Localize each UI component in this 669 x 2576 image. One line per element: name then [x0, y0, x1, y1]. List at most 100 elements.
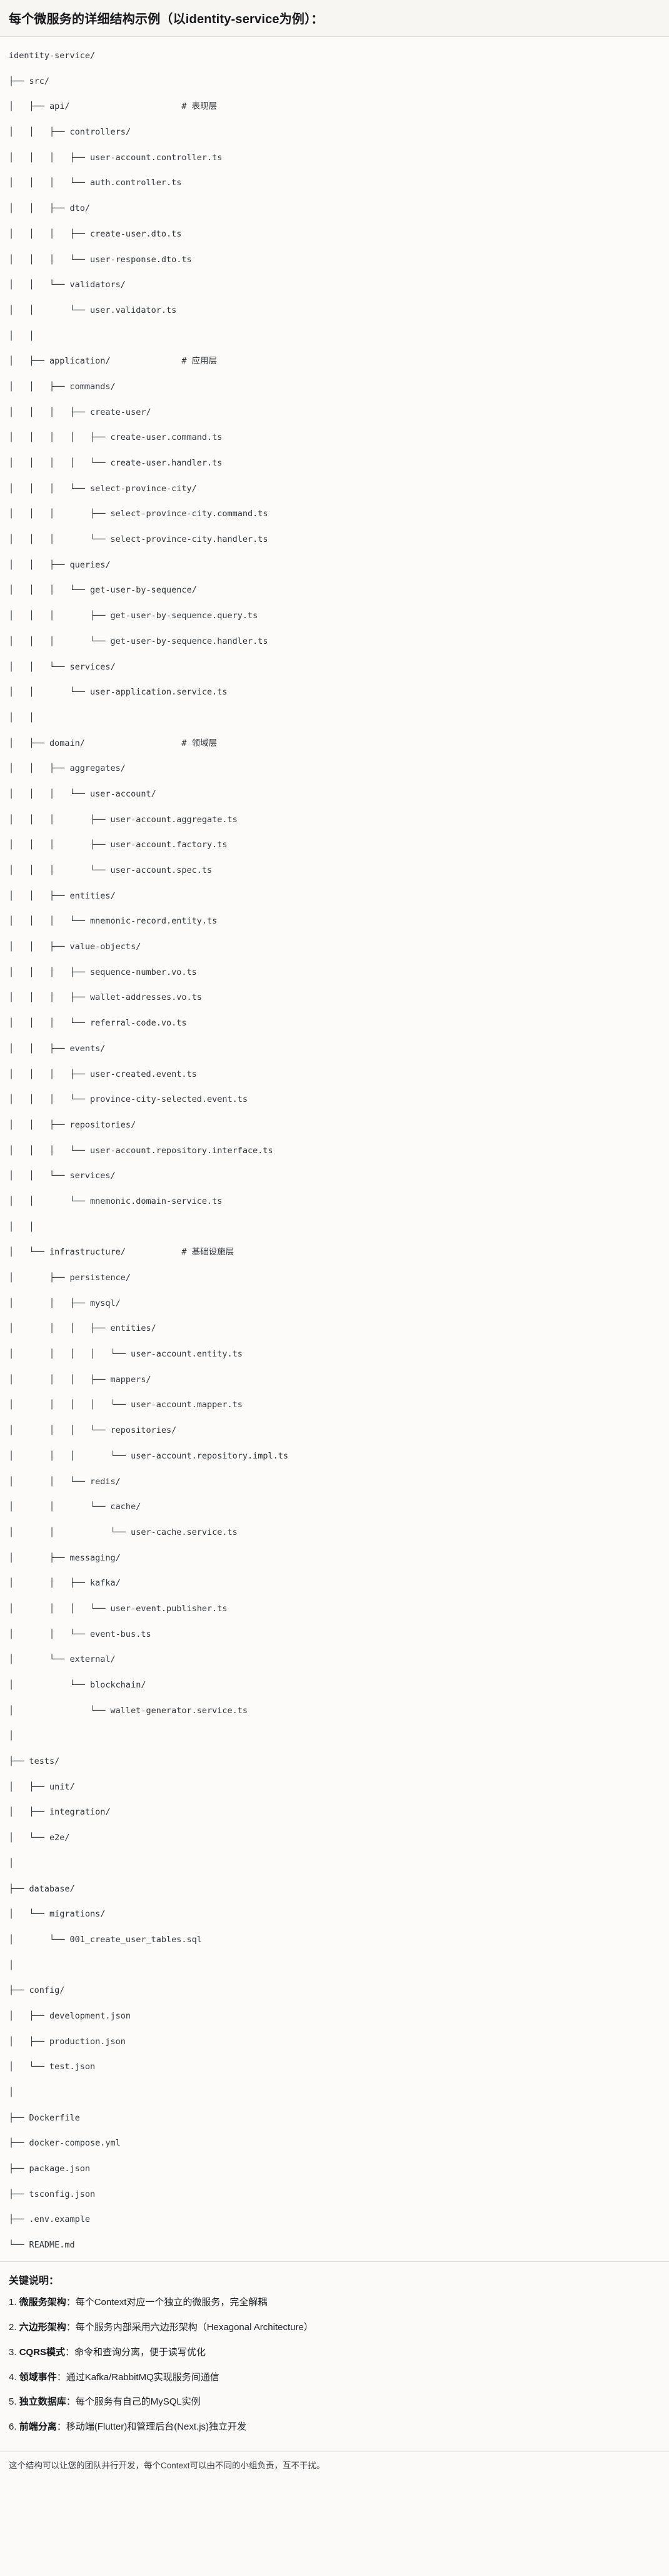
- tree-line: │ └── external/: [9, 1654, 116, 1665]
- key-point-description: ：每个服务有自己的MySQL实例: [66, 2396, 201, 2408]
- tree-line: │ │ ├── kafka/: [9, 1578, 121, 1589]
- tree-line: │ │ │ ├── user-account.aggregate.ts: [9, 814, 238, 825]
- tree-line: └── README.md: [9, 2240, 75, 2251]
- tree-line: │ │ │ ├── entities/: [9, 1323, 156, 1334]
- key-point-description: ：通过Kafka/RabbitMQ实现服务间通信: [56, 2371, 219, 2383]
- key-point-term: 六边形架构: [19, 2322, 66, 2333]
- tree-line: │ │ └── mnemonic.domain-service.ts: [9, 1196, 223, 1206]
- key-point-term: 领域事件: [19, 2371, 57, 2383]
- closing-paragraph: 这个结构可以让您的团队并行开发，每个Context可以由不同的小组负责，互不干扰…: [0, 2451, 669, 2483]
- tree-line-path: │ └── infrastructure/: [9, 1247, 182, 1258]
- tree-line: │ │ │ └── user-account/: [9, 788, 156, 799]
- tree-line-comment: # 领域层: [181, 738, 218, 748]
- tree-line: ├── config/: [9, 1985, 65, 1996]
- tree-line: │ │ │ └── select-province-city/: [9, 483, 197, 494]
- tree-line: │ │ │ └── user-response.dto.ts: [9, 254, 192, 265]
- tree-line: │ │ └── event-bus.ts: [9, 1629, 151, 1639]
- tree-line: │ │ │ └── select-province-city.handler.t…: [9, 534, 268, 545]
- tree-line: │ └── e2e/: [9, 1833, 70, 1843]
- key-point-term: 独立数据库: [19, 2396, 66, 2408]
- tree-line: │ │ │ └── referral-code.vo.ts: [9, 1018, 187, 1029]
- tree-line-path: │ ├── api/: [9, 101, 182, 112]
- tree-line: ├── tsconfig.json: [9, 2189, 96, 2199]
- key-point-description: ：每个服务内部采用六边形架构（Hexagonal Architecture）: [66, 2322, 313, 2333]
- tree-line: │ └── blockchain/: [9, 1680, 146, 1690]
- tree-line: │ │ │ ├── get-user-by-sequence.query.ts: [9, 611, 258, 621]
- tree-line: ├── tests/: [9, 1756, 60, 1767]
- directory-tree-block: identity-service/ ├── src/ │ ├── api/ # …: [0, 37, 669, 2262]
- tree-line: │ │ │ └── get-user-by-sequence.handler.t…: [9, 636, 268, 646]
- key-point-term: CQRS模式: [19, 2346, 66, 2358]
- tree-line: │ │ ├── aggregates/: [9, 763, 126, 774]
- key-point-item: 6. 前端分离：移动端(Flutter)和管理后台(Next.js)独立开发: [9, 2420, 660, 2434]
- key-points-list: 1. 微服务架构：每个Context对应一个独立的微服务，完全解耦 2. 六边形架…: [9, 2296, 660, 2434]
- key-point-term: 前端分离: [19, 2421, 57, 2433]
- tree-line: │ │ │ ├── create-user.dto.ts: [9, 228, 182, 239]
- tree-line: │ │ └── redis/: [9, 1476, 121, 1487]
- tree-line: │ │ │ └── mnemonic-record.entity.ts: [9, 916, 218, 927]
- tree-line: │ ├── unit/: [9, 1781, 75, 1792]
- tree-line: │: [9, 2087, 14, 2097]
- tree-line: │ │ ├── entities/: [9, 890, 116, 901]
- tree-line: │: [9, 1960, 14, 1970]
- tree-line: ├── .env.example: [9, 2214, 91, 2225]
- tree-line: │ ├── messaging/: [9, 1552, 121, 1563]
- tree-line: ├── src/: [9, 76, 50, 86]
- tree-line: │ │ └── user.validator.ts: [9, 305, 177, 315]
- key-point-item: 2. 六边形架构：每个服务内部采用六边形架构（Hexagonal Archite…: [9, 2321, 660, 2334]
- key-point-item: 1. 微服务架构：每个Context对应一个独立的微服务，完全解耦: [9, 2296, 660, 2309]
- key-points-section: 关键说明： 1. 微服务架构：每个Context对应一个独立的微服务，完全解耦 2…: [0, 2261, 669, 2451]
- tree-line: │ │ └── cache/: [9, 1502, 141, 1512]
- tree-line: identity-service/: [9, 51, 96, 61]
- tree-line-comment: # 表现层: [181, 101, 218, 112]
- tree-line: │ └── migrations/: [9, 1909, 106, 1920]
- key-point-item: 3. CQRS模式：命令和查询分离，便于读写优化: [9, 2346, 660, 2360]
- tree-line: ├── package.json: [9, 2164, 91, 2174]
- tree-line: │ ├── domain/ # 领域层: [9, 737, 660, 750]
- tree-line-comment: # 应用层: [181, 356, 218, 367]
- tree-line: ├── database/: [9, 1883, 75, 1894]
- tree-line: │ │: [9, 1221, 34, 1232]
- tree-line: │: [9, 1731, 14, 1741]
- tree-line: │ │ │ ├── sequence-number.vo.ts: [9, 967, 197, 977]
- tree-line: │ │ └── user-cache.service.ts: [9, 1527, 238, 1537]
- key-points-heading: 关键说明：: [9, 2276, 59, 2287]
- tree-line: │ │ ├── value-objects/: [9, 942, 141, 952]
- tree-line: │ │ │ └── user-event.publisher.ts: [9, 1603, 228, 1614]
- tree-line: ├── Dockerfile: [9, 2112, 80, 2123]
- key-point-number: 3.: [9, 2346, 19, 2358]
- tree-line: │ │: [9, 712, 34, 723]
- tree-line: │ │ ├── repositories/: [9, 1119, 136, 1130]
- tree-line: │ │ ├── commands/: [9, 381, 116, 392]
- tree-line: │ │ │ ├── create-user/: [9, 407, 151, 417]
- tree-line: │ │ ├── queries/: [9, 559, 111, 570]
- key-point-number: 6.: [9, 2421, 19, 2433]
- tree-line: │ ├── development.json: [9, 2010, 131, 2021]
- tree-line: │ ├── persistence/: [9, 1273, 131, 1283]
- tree-line: │ ├── application/ # 应用层: [9, 355, 660, 367]
- tree-line: │ │ │ │ └── user-account.entity.ts: [9, 1349, 243, 1360]
- tree-line: │ │ └── services/: [9, 1171, 116, 1181]
- tree-line-path: │ ├── domain/: [9, 738, 182, 748]
- document-header: 每个微服务的详细结构示例（以identity-service为例）：: [0, 0, 669, 37]
- tree-line: │ ├── production.json: [9, 2036, 126, 2047]
- tree-line: │ └── 001_create_user_tables.sql: [9, 1934, 202, 1945]
- tree-line: │ └── test.json: [9, 2062, 96, 2072]
- key-point-number: 4.: [9, 2371, 19, 2383]
- tree-line: │ │ │ ├── user-account.factory.ts: [9, 840, 228, 850]
- tree-line: │ │ │ └── province-city-selected.event.t…: [9, 1094, 248, 1105]
- key-point-number: 5.: [9, 2396, 19, 2408]
- tree-line: │ │ │ │ └── create-user.handler.ts: [9, 458, 223, 468]
- key-point-term: 微服务架构: [19, 2297, 66, 2308]
- tree-line: │ │ └── services/: [9, 661, 116, 672]
- tree-line: │ │ │ └── user-account.repository.impl.t…: [9, 1450, 289, 1461]
- key-point-description: ：移动端(Flutter)和管理后台(Next.js)独立开发: [56, 2421, 247, 2433]
- tree-line: │ │ ├── events/: [9, 1043, 106, 1054]
- tree-line: │ │ │ ├── user-created.event.ts: [9, 1069, 197, 1079]
- tree-line: │ │ │ ├── mappers/: [9, 1374, 151, 1385]
- tree-line: │ │ └── user-application.service.ts: [9, 687, 228, 698]
- tree-line: │ └── wallet-generator.service.ts: [9, 1705, 248, 1716]
- tree-line: │ │ │ ├── wallet-addresses.vo.ts: [9, 992, 202, 1003]
- directory-tree: identity-service/ ├── src/ │ ├── api/ # …: [9, 49, 660, 2251]
- tree-line: │ │ │ └── get-user-by-sequence/: [9, 585, 197, 596]
